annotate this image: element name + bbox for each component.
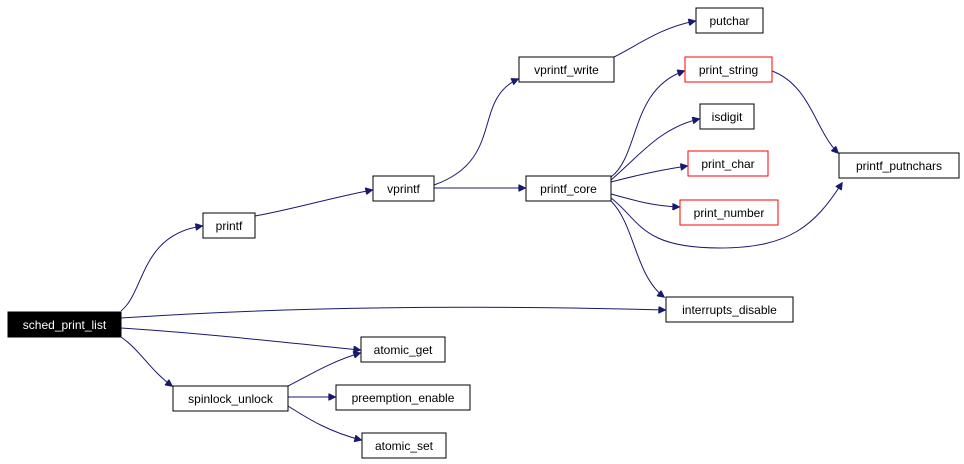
node-print_char[interactable]: print_char: [687, 150, 769, 177]
node-putchar[interactable]: putchar: [695, 7, 764, 34]
edge-print_string-printf_putnchars: [771, 70, 838, 153]
node-label: putchar: [709, 14, 749, 28]
node-interrupts_disable[interactable]: interrupts_disable: [665, 296, 794, 323]
node-print_string[interactable]: print_string: [684, 56, 773, 83]
node-vprintf[interactable]: vprintf: [372, 175, 435, 202]
node-printf[interactable]: printf: [202, 212, 256, 239]
node-label: vprintf: [387, 182, 420, 196]
node-spinlock_unlock[interactable]: spinlock_unlock: [172, 385, 289, 412]
edge-printf_core-print_string: [610, 71, 684, 178]
edge-sched_print_list-atomic_get: [120, 327, 360, 350]
edge-sched_print_list-spinlock_unlock: [120, 336, 172, 386]
edge-vprintf_write-putchar: [613, 21, 695, 58]
edge-vprintf-vprintf_write: [433, 79, 518, 186]
node-label: print_string: [699, 63, 758, 77]
edge-printf_core-print_char: [610, 166, 687, 183]
edge-printf_core-printf_putnchars: [610, 183, 842, 249]
node-label: interrupts_disable: [682, 303, 777, 317]
edge-printf_core-isdigit: [610, 119, 699, 181]
edge-sched_print_list-interrupts_disable: [120, 307, 665, 319]
node-label: printf_putnchars: [856, 159, 942, 173]
node-label: vprintf_write: [534, 63, 599, 77]
node-atomic_get[interactable]: atomic_get: [360, 336, 446, 363]
node-label: spinlock_unlock: [188, 392, 274, 406]
node-printf_putnchars[interactable]: printf_putnchars: [838, 152, 960, 179]
node-sched_print_list[interactable]: sched_print_list: [7, 311, 122, 338]
node-printf_core[interactable]: printf_core: [525, 175, 612, 202]
edge-spinlock_unlock-atomic_set: [287, 405, 361, 440]
edges: [120, 21, 842, 440]
edge-printf_core-interrupts_disable: [610, 200, 664, 297]
node-label: printf: [216, 219, 243, 233]
node-label: sched_print_list: [23, 318, 107, 332]
node-vprintf_write[interactable]: vprintf_write: [518, 56, 615, 83]
node-preemption_enable[interactable]: preemption_enable: [335, 384, 471, 411]
edge-sched_print_list-printf: [120, 226, 202, 312]
edge-printf_core-print_number: [610, 193, 679, 207]
node-label: printf_core: [540, 182, 597, 196]
edge-spinlock_unlock-atomic_get: [287, 353, 360, 387]
node-label: print_char: [701, 157, 754, 171]
node-label: print_number: [694, 206, 765, 220]
node-label: isdigit: [712, 110, 743, 124]
node-label: atomic_get: [374, 343, 433, 357]
node-label: preemption_enable: [352, 391, 455, 405]
nodes: sched_print_list printf vprintf vprintf_…: [7, 7, 960, 459]
node-print_number[interactable]: print_number: [679, 199, 779, 226]
node-isdigit[interactable]: isdigit: [699, 103, 755, 130]
edge-printf-vprintf: [254, 190, 372, 217]
node-atomic_set[interactable]: atomic_set: [361, 432, 447, 459]
node-label: atomic_set: [375, 439, 434, 453]
